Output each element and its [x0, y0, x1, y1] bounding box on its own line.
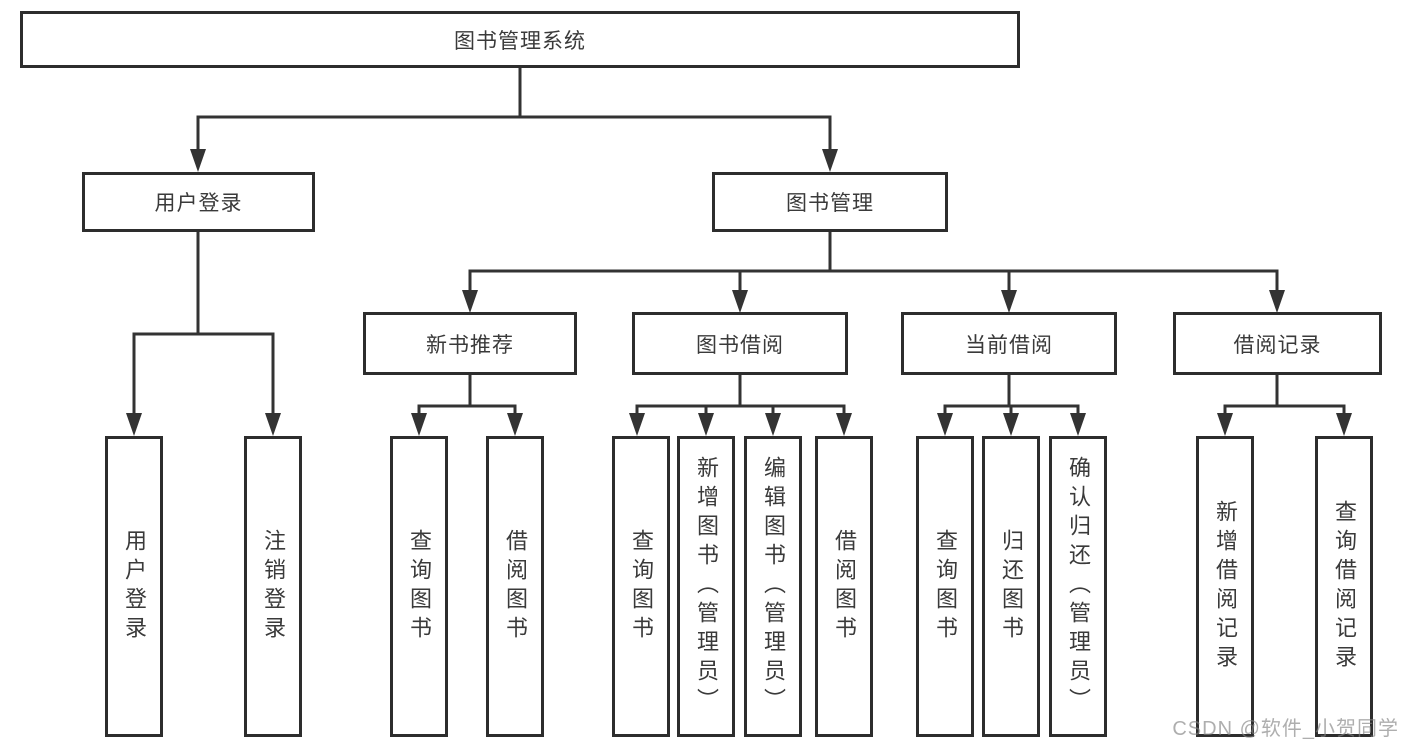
leaf-logout: 注销登录 — [244, 436, 302, 737]
arrowhead-icon — [698, 413, 714, 436]
arrowhead-icon — [1070, 413, 1086, 436]
arrowhead-icon — [265, 413, 281, 436]
leaf-query-borrow-record-label: 查询借阅记录 — [1332, 499, 1357, 674]
leaf-borrow-book-recommend-label: 借阅图书 — [503, 528, 528, 645]
arrowhead-icon — [411, 413, 427, 436]
leaf-edit-book-admin: 编辑图书（管理员） — [744, 436, 802, 737]
leaf-query-book-borrowing-label: 查询图书 — [629, 528, 654, 645]
arrowhead-icon — [126, 413, 142, 436]
arrowhead-icon — [507, 413, 523, 436]
arrowhead-icon — [937, 413, 953, 436]
leaf-query-book-current: 查询图书 — [916, 436, 974, 737]
leaf-confirm-return-admin-label: 确认归还（管理员） — [1066, 456, 1091, 717]
node-borrowing-records: 借阅记录 — [1173, 312, 1382, 375]
arrowhead-icon — [765, 413, 781, 436]
node-book-management-label: 图书管理 — [786, 192, 874, 215]
connector-new-book-recommend-to-leaves — [411, 373, 523, 436]
leaf-borrow-book-recommend: 借阅图书 — [486, 436, 544, 737]
node-root-label: 图书管理系统 — [454, 29, 586, 53]
node-current-borrowing: 当前借阅 — [901, 312, 1117, 375]
node-book-borrowing: 图书借阅 — [632, 312, 848, 375]
node-current-borrowing-label: 当前借阅 — [965, 333, 1053, 357]
connector-book-borrowing-to-leaves — [629, 373, 852, 436]
connector-root-to-level2 — [190, 66, 838, 172]
leaf-query-book-borrowing: 查询图书 — [612, 436, 670, 737]
leaf-edit-book-admin-label: 编辑图书（管理员） — [761, 456, 786, 717]
arrowhead-icon — [629, 413, 645, 436]
leaf-add-borrow-record: 新增借阅记录 — [1196, 436, 1254, 737]
leaf-return-book-label: 归还图书 — [999, 528, 1024, 645]
leaf-user-login-label: 用户登录 — [122, 528, 147, 645]
leaf-borrow-book-borrowing-label: 借阅图书 — [832, 528, 857, 645]
arrowhead-icon — [1001, 290, 1017, 313]
leaf-logout-label: 注销登录 — [261, 528, 286, 645]
leaf-add-book-admin-label: 新增图书（管理员） — [694, 456, 719, 717]
node-book-borrowing-label: 图书借阅 — [696, 333, 784, 357]
arrowhead-icon — [1336, 413, 1352, 436]
leaf-return-book: 归还图书 — [982, 436, 1040, 737]
node-user-login-label: 用户登录 — [154, 192, 243, 215]
node-borrowing-records-label: 借阅记录 — [1233, 333, 1322, 357]
leaf-add-borrow-record-label: 新增借阅记录 — [1213, 499, 1238, 674]
arrowhead-icon — [822, 149, 838, 172]
arrowhead-icon — [1269, 290, 1285, 313]
node-new-book-recommend-label: 新书推荐 — [426, 333, 514, 357]
arrowhead-icon — [732, 290, 748, 313]
arrowhead-icon — [190, 149, 206, 172]
arrowhead-icon — [462, 290, 478, 313]
connector-current-borrowing-to-leaves — [937, 373, 1086, 436]
node-user-login: 用户登录 — [82, 172, 315, 232]
connector-borrowing-records-to-leaves — [1217, 373, 1352, 436]
leaf-query-book-recommend: 查询图书 — [390, 436, 448, 737]
leaf-borrow-book-borrowing: 借阅图书 — [815, 436, 873, 737]
connector-user-login-to-leaves — [126, 230, 281, 436]
leaf-confirm-return-admin: 确认归还（管理员） — [1049, 436, 1107, 737]
node-new-book-recommend: 新书推荐 — [363, 312, 577, 375]
node-book-management: 图书管理 — [712, 172, 948, 232]
node-root: 图书管理系统 — [20, 11, 1020, 68]
leaf-query-borrow-record: 查询借阅记录 — [1315, 436, 1373, 737]
arrowhead-icon — [1217, 413, 1233, 436]
leaf-user-login: 用户登录 — [105, 436, 163, 737]
leaf-query-book-recommend-label: 查询图书 — [407, 528, 432, 645]
connector-book-management-to-level3 — [462, 230, 1285, 313]
arrowhead-icon — [1003, 413, 1019, 436]
leaf-query-book-current-label: 查询图书 — [933, 528, 958, 645]
leaf-add-book-admin: 新增图书（管理员） — [677, 436, 735, 737]
arrowhead-icon — [836, 413, 852, 436]
